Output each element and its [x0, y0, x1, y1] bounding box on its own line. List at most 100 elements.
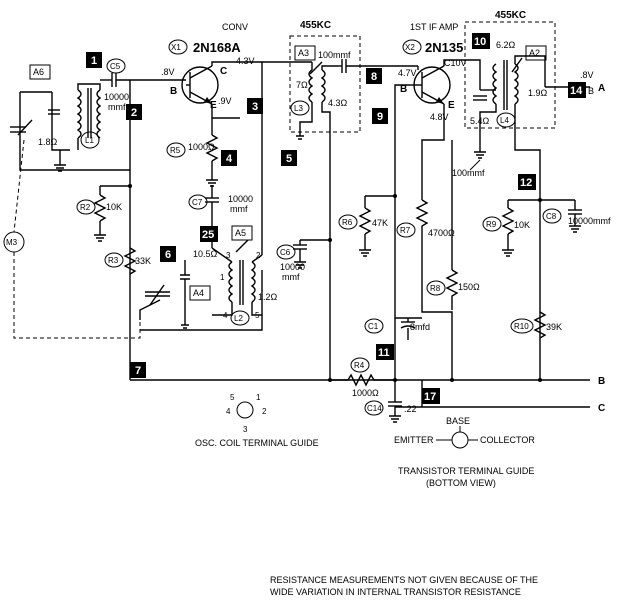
test-point-12: 12	[518, 174, 536, 190]
svg-text:10: 10	[474, 36, 486, 48]
svg-text:R2: R2	[80, 203, 91, 212]
transistor-x2: 4.7V B C10V E 4.8V	[398, 58, 467, 122]
test-point-4: 4	[221, 150, 237, 166]
svg-text:1: 1	[91, 55, 97, 67]
svg-text:6.2Ω: 6.2Ω	[496, 40, 516, 50]
svg-text:10000: 10000	[104, 92, 129, 102]
svg-text:10000mmf: 10000mmf	[568, 216, 611, 226]
svg-text:5: 5	[286, 153, 292, 165]
test-point-7: 7	[130, 362, 146, 378]
svg-text:5: 5	[230, 393, 235, 402]
x1-v-e: .9V	[218, 96, 232, 106]
svg-text:R3: R3	[108, 256, 119, 265]
c1-electrolytic: C1 8mfd	[364, 317, 430, 340]
svg-text:14: 14	[570, 85, 583, 97]
junction-rail-b-2	[393, 378, 397, 382]
svg-text:C14: C14	[367, 404, 382, 413]
svg-text:R7: R7	[400, 226, 411, 235]
svg-text:mmf: mmf	[230, 204, 248, 214]
svg-text:10K: 10K	[514, 220, 530, 230]
if-can-1	[289, 35, 361, 133]
svg-text:R8: R8	[430, 284, 441, 293]
r9-resistor: R9 10K	[482, 199, 575, 257]
svg-text:4: 4	[226, 153, 233, 165]
svg-text:A4: A4	[193, 288, 204, 298]
a4-trimmer: A4	[139, 260, 211, 329]
x2-v-e: 4.8V	[430, 112, 449, 122]
svg-text:L1: L1	[85, 136, 94, 145]
r8-resistor: R8 150Ω	[426, 140, 480, 310]
transistor-terminal-guide: BASE EMITTER COLLECTOR TRANSISTOR TERMIN…	[394, 416, 535, 488]
svg-text:100mmf: 100mmf	[318, 50, 351, 60]
junction-rail-b-3	[450, 378, 454, 382]
junction-rail-b-4	[538, 378, 542, 382]
svg-text:mmf: mmf	[282, 272, 300, 282]
tg-emitter: EMITTER	[394, 435, 434, 445]
test-point-9: 9	[372, 108, 388, 124]
test-point-25: 25	[200, 226, 218, 242]
svg-text:25: 25	[202, 229, 214, 241]
svg-text:C1: C1	[368, 322, 379, 331]
svg-text:L2: L2	[234, 314, 243, 323]
svg-text:R9: R9	[486, 220, 497, 229]
c-100mmf-b-label: 100mmf	[452, 168, 485, 178]
tg-title: TRANSISTOR TERMINAL GUIDE	[398, 466, 534, 476]
svg-text:6: 6	[165, 249, 171, 261]
if-can-2	[464, 21, 556, 129]
r5-resistor: R5 1000Ω	[166, 118, 219, 187]
x1-v-b: .8V	[161, 67, 175, 77]
c6-cap: C6 10000 mmf	[276, 239, 330, 282]
svg-text:2: 2	[256, 251, 261, 260]
svg-text:1.8Ω: 1.8Ω	[38, 137, 58, 147]
conv-label: CONV	[222, 22, 248, 32]
r2-resistor: R2 10K	[76, 185, 130, 242]
x2-ref: X2	[405, 43, 415, 52]
x2-emitter-wire	[421, 104, 445, 200]
c-100mmf-coupling: 100mmf	[318, 50, 418, 73]
svg-text:M3: M3	[6, 238, 18, 247]
footnote-line-1: RESISTANCE MEASUREMENTS NOT GIVEN BECAUS…	[270, 575, 538, 585]
x2-pin-e: E	[448, 100, 455, 111]
if-freq-2: 455KC	[495, 10, 526, 21]
svg-text:1000Ω: 1000Ω	[188, 142, 215, 152]
r10-resistor: R10 39K	[510, 311, 562, 339]
x2-base-wire	[394, 84, 410, 380]
test-point-3: 3	[247, 98, 263, 114]
r3-resistor: R3 33K	[104, 247, 151, 275]
junction-r6	[393, 194, 397, 198]
c-100mmf-b-leader	[469, 159, 481, 171]
svg-text:9: 9	[377, 111, 383, 123]
svg-text:47K: 47K	[372, 218, 388, 228]
osc-guide-title: OSC. COIL TERMINAL GUIDE	[195, 438, 319, 448]
c5-coupling-cap: C5 10000 mmf	[100, 58, 186, 112]
svg-text:mmf: mmf	[108, 102, 126, 112]
svg-text:4: 4	[226, 407, 231, 416]
r6-resistor: R6 47K	[338, 195, 395, 257]
a6-tuning-cap: A6	[10, 64, 130, 171]
svg-text:3: 3	[243, 425, 248, 434]
test-point-17: 17	[422, 388, 440, 404]
l2-return-wire	[140, 315, 263, 331]
svg-text:A3: A3	[298, 48, 309, 58]
svg-text:.22: .22	[404, 404, 417, 414]
svg-text:7Ω: 7Ω	[296, 80, 308, 90]
svg-text:10K: 10K	[106, 202, 122, 212]
test-point-8: 8	[366, 68, 382, 84]
pin-b-right: B	[588, 86, 594, 96]
x1-v-c: 4.3V	[236, 56, 255, 66]
x1-part: 2N168A	[193, 40, 241, 55]
svg-text:1: 1	[256, 393, 261, 402]
test-point-14: 14	[568, 82, 586, 98]
svg-text:C6: C6	[280, 248, 291, 257]
m3-gang-link: M3	[3, 139, 141, 339]
svg-text:R10: R10	[514, 322, 529, 331]
l4-if-transformer: A2 6.2Ω 5.4Ω 1.9Ω L4	[470, 40, 548, 380]
svg-text:L3: L3	[294, 104, 303, 113]
svg-text:4.3Ω: 4.3Ω	[328, 98, 348, 108]
test-point-1: 1	[86, 52, 102, 68]
svg-text:8mfd: 8mfd	[410, 322, 430, 332]
svg-text:1: 1	[220, 273, 225, 282]
svg-text:1000Ω: 1000Ω	[352, 388, 379, 398]
svg-text:11: 11	[378, 347, 390, 359]
svg-text:1.2Ω: 1.2Ω	[258, 292, 278, 302]
